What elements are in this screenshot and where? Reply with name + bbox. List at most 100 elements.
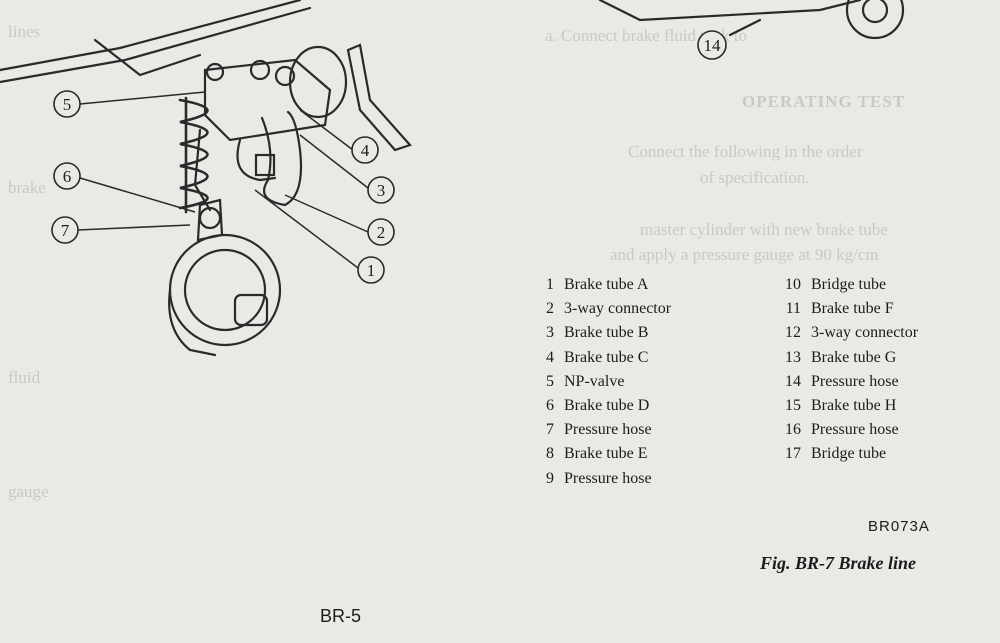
svg-text:4: 4 [361,141,370,160]
rear-brake-drum [845,0,905,40]
svg-text:3: 3 [377,181,386,200]
master-cylinder [288,45,348,119]
legend-number: 16 [785,421,801,439]
legend-number: 1 [546,276,554,293]
legend-label: Pressure hose [564,469,652,487]
connector-block [254,153,276,177]
svg-text:5: 5 [63,95,72,114]
legend-label: Brake tube C [564,348,649,366]
callout-7: 7 [51,216,79,244]
svg-text:2: 2 [377,223,386,242]
legend-item: 4 Brake tube C [538,346,671,370]
legend-number: 10 [785,276,801,293]
fitting [274,65,296,87]
leader-lines [77,91,369,269]
ghost-left: fluid [8,368,41,387]
legend-label: Brake tube H [811,397,897,415]
brake-drum [168,233,282,347]
legend-number: 15 [785,397,801,415]
legend-label: 3-way connector [564,300,672,318]
legend-item: 15 Brake tube H [779,394,918,418]
legend-item: 14 Pressure hose [779,370,918,394]
legend-label: Brake tube F [811,300,894,318]
callout-3: 3 [367,176,395,204]
legend-item: 2 3-way connector [538,297,671,321]
fitting [205,62,225,82]
legend-number: 14 [785,372,801,390]
figure-reference-code: BR073A [868,518,930,535]
svg-text:14: 14 [704,36,722,55]
legend-item: 7 Pressure hose [538,418,671,442]
figure-caption: Fig. BR-7 Brake line [760,553,917,573]
ghost-left: lines [8,22,41,41]
legend-item: 6 Brake tube D [538,394,671,418]
ghost-line: and apply a pressure gauge at 90 kg/cm [610,245,879,264]
backing-plate [168,288,217,357]
legend-label: Bridge tube [811,445,887,463]
legend-number: 5 [546,372,554,390]
ghost-left: gauge [8,482,49,501]
legend-label: 3-way connector [811,324,919,342]
legend-item: 8 Brake tube E [538,442,671,466]
legend-number: 7 [546,421,554,439]
callout-2: 2 [367,218,395,246]
svg-text:6: 6 [63,167,72,186]
ghost-line: of specification. [700,168,810,187]
legend-number: 9 [546,469,554,487]
legend-label: Pressure hose [564,421,652,439]
legend-number: 6 [546,397,554,415]
ghost-line: Connect the following in the order [628,142,863,161]
legend-number: 12 [785,324,801,342]
legend-label: Bridge tube [811,276,887,293]
leader-line [728,18,762,37]
brake-tube [236,138,277,182]
legend-number: 2 [546,300,554,318]
legend-label: Brake tube E [564,445,648,463]
ghost-line: a. Connect brake fluid tank to [545,26,748,45]
legend-number: 17 [785,445,801,463]
legend-item: 17 Bridge tube [779,442,918,466]
svg-text:1: 1 [367,261,376,280]
legend-number: 8 [546,445,554,463]
callout-14: 14 [697,30,727,60]
callout-5: 5 [53,90,81,118]
frame-rail-line [0,6,312,84]
legend-item: 1 Brake tube A [538,273,671,297]
legend-label: Pressure hose [811,372,899,390]
legend-label: Brake tube D [564,397,650,415]
lever-arm [346,43,412,152]
legend-label: Brake tube A [564,276,649,293]
ghost-heading: OPERATING TEST [742,92,906,111]
caliper [196,198,224,242]
legend-label: Brake tube B [564,324,649,342]
callout-1: 1 [357,256,385,284]
ghost-line: master cylinder with new brake tube [640,220,888,239]
legend-number: 4 [546,348,554,366]
callout-6: 6 [53,162,81,190]
brake-drum-inner [183,248,267,332]
fitting [249,59,271,81]
legend-item: 9 Pressure hose [538,467,671,491]
svg-text:7: 7 [61,221,70,240]
legend-item: 3 Brake tube B [538,321,671,345]
rear-axle-line [598,0,862,22]
legend-item: 12 3-way connector [779,321,918,345]
legend-number: 11 [785,300,801,318]
callout-4: 4 [351,136,379,164]
legend-number: 3 [546,324,554,342]
rear-brake-hub [861,0,889,24]
brake-tube-line [93,38,202,77]
page-number: BR-5 [320,606,362,626]
legend-label: Brake tube G [811,348,897,366]
ghost-left: brake [8,178,46,197]
coil-spring [178,96,209,214]
fitting [198,206,222,230]
legend-item: 10 Bridge tube [779,273,918,297]
